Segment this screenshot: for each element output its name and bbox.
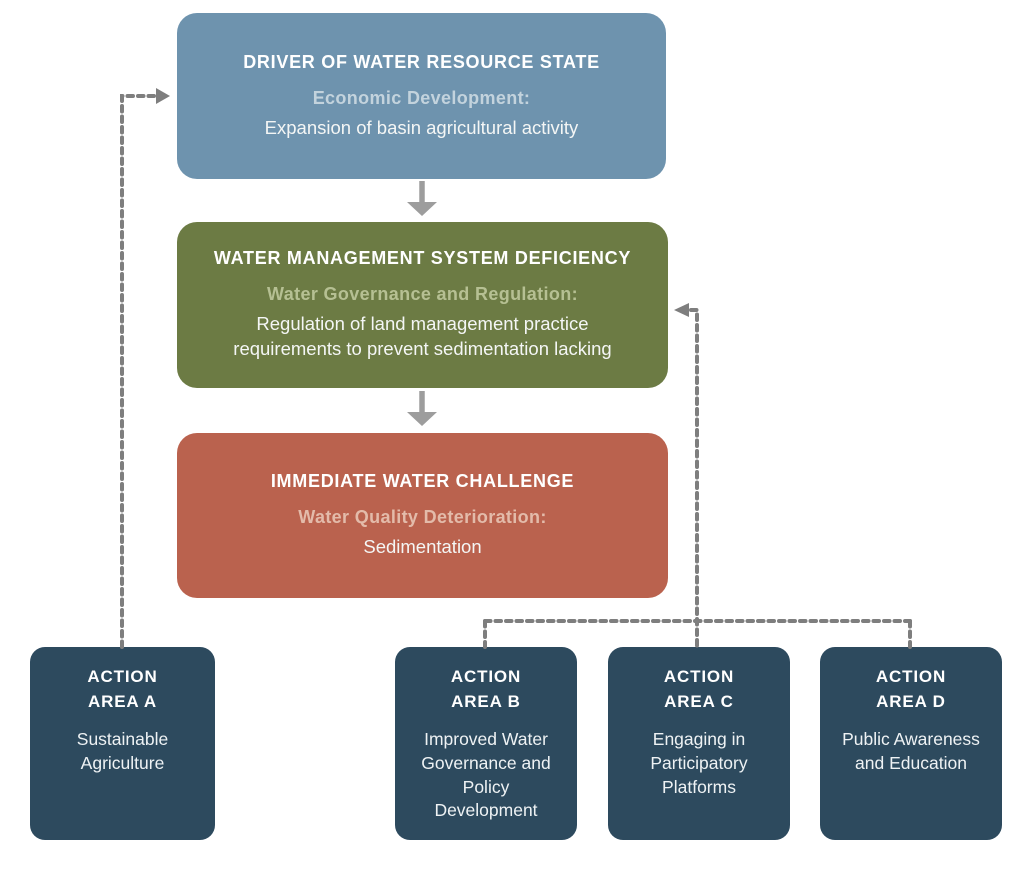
deficiency-subheading: Water Governance and Regulation: (267, 284, 578, 305)
dashed-line (120, 94, 157, 649)
driver-subheading: Economic Development: (312, 87, 531, 108)
action-area-b-title: ACTION AREA B (451, 665, 521, 714)
water-management-system-deficiency-box: WATER MANAGEMENT SYSTEM DEFICIENCY Water… (177, 222, 668, 388)
deficiency-heading: WATER MANAGEMENT SYSTEM DEFICIENCY (213, 248, 632, 269)
action-area-c-box: ACTION AREA C Engaging in Participatory … (608, 647, 790, 840)
driver-heading: DRIVER OF WATER RESOURCE STATE (243, 51, 600, 72)
action-area-b-title-line2: AREA B (451, 691, 521, 711)
action-area-a-title: ACTION AREA A (87, 665, 157, 714)
action-area-a-body: Sustainable Agriculture (76, 729, 169, 773)
action-area-c-title-line1: ACTION (663, 667, 735, 686)
action-area-d-title-line1: ACTION (875, 667, 947, 686)
action-area-d-title-line2: AREA D (876, 691, 946, 711)
challenge-subheading: Water Quality Deterioration: (298, 507, 547, 528)
flow-arrow-driver-to-deficiency (407, 181, 437, 216)
driver-body-text: Expansion of basin agricultural activity (264, 116, 579, 138)
challenge-body-text: Sedimentation (363, 536, 482, 558)
action-area-a-title-line2: AREA A (87, 691, 157, 711)
dashed-line-vertical-c (689, 308, 699, 649)
flow-arrow-deficiency-to-challenge (407, 391, 437, 426)
action-area-c-title: ACTION AREA C (664, 665, 734, 714)
action-area-b-title-line1: ACTION (450, 667, 522, 686)
action-area-a-title-line1: ACTION (87, 667, 158, 686)
driver-of-water-resource-state-box: DRIVER OF WATER RESOURCE STATE Economic … (177, 13, 666, 179)
action-area-d-title: ACTION AREA D (876, 665, 946, 714)
challenge-heading: IMMEDIATE WATER CHALLENGE (270, 471, 575, 492)
flow-arrowhead-down-icon (407, 412, 437, 426)
immediate-water-challenge-box: IMMEDIATE WATER CHALLENGE Water Quality … (177, 433, 668, 598)
dashed-connector-action-a-to-driver (120, 88, 170, 649)
action-area-c-body: Engaging in Participatory Platforms (650, 729, 748, 797)
action-area-b-body: Improved Water Governance and Policy Dev… (421, 729, 551, 821)
action-area-c-title-line2: AREA C (664, 691, 734, 711)
dashed-arrowhead-right-icon (156, 88, 170, 104)
flow-arrowhead-down-icon (407, 202, 437, 216)
action-area-d-body: Public Awareness and Education (842, 729, 980, 773)
deficiency-body-text: Regulation of land management practice r… (233, 313, 612, 359)
dashed-arrowhead-left-icon (674, 303, 689, 317)
action-area-d-box: ACTION AREA D Public Awareness and Educa… (820, 647, 1002, 840)
action-area-b-box: ACTION AREA B Improved Water Governance … (395, 647, 577, 840)
action-area-a-box: ACTION AREA A Sustainable Agriculture (30, 647, 215, 840)
